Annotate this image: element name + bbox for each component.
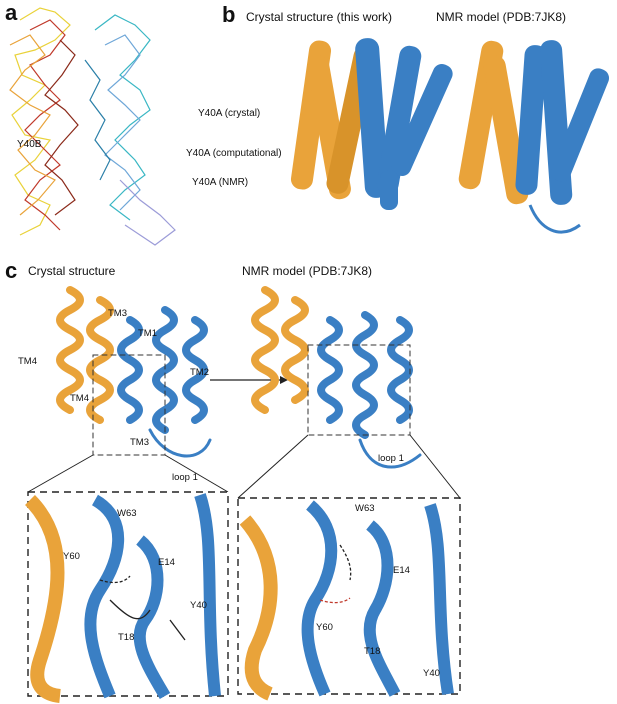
label-tm3-top: TM3 xyxy=(108,308,127,319)
label-y40b: Y40B xyxy=(17,139,42,150)
inset-crystal-y60: Y60 xyxy=(63,551,80,562)
panel-c-nmr-ribbons xyxy=(251,286,422,469)
panel-c-nmr-title: NMR model (PDB:7JK8) xyxy=(242,264,373,278)
label-y40a-crystal: Y40A (crystal) xyxy=(198,108,261,119)
panel-b-nmr-title: NMR model (PDB:7JK8) xyxy=(436,10,567,24)
label-loop1-nmr: loop 1 xyxy=(378,453,404,464)
inset-nmr-w63: W63 xyxy=(355,503,375,514)
panel-b-crystal-cylinders xyxy=(290,38,453,210)
inset-crystal xyxy=(24,491,229,703)
inset-nmr-t18: T18 xyxy=(364,646,381,657)
panel-letter-a: a xyxy=(5,0,18,25)
inset-nmr-e14: E14 xyxy=(393,565,410,576)
panel-c-crystal-ribbons xyxy=(56,286,212,458)
panel-letter-c: c xyxy=(5,258,18,283)
arrow-head xyxy=(280,376,288,384)
inset-nmr xyxy=(237,497,461,701)
inset-nmr-y60: Y60 xyxy=(316,622,333,633)
label-y40a-computational: Y40A (computational) xyxy=(186,148,282,159)
label-tm1: TM1 xyxy=(138,328,157,339)
inset-crystal-y40: Y40 xyxy=(190,600,207,611)
label-loop1-crystal: loop 1 xyxy=(172,472,198,483)
label-tm2: TM2 xyxy=(190,367,209,378)
panel-b-nmr-cylinders xyxy=(458,40,610,234)
panel-a-trace xyxy=(9,7,176,246)
label-tm4-mid: TM4 xyxy=(70,393,89,404)
label-y40a-nmr: Y40A (NMR) xyxy=(192,177,249,188)
label-tm3-bottom: TM3 xyxy=(130,437,149,448)
panel-c-crystal-title: Crystal structure xyxy=(28,264,116,278)
inset-crystal-w63: W63 xyxy=(117,508,137,519)
panel-b-crystal-title: Crystal structure (this work) xyxy=(246,10,393,24)
inset-nmr-y40: Y40 xyxy=(423,668,440,679)
label-tm4-left: TM4 xyxy=(18,356,37,367)
inset-crystal-t18: T18 xyxy=(118,632,135,643)
zoom-lines xyxy=(27,434,461,499)
inset-crystal-e14: E14 xyxy=(158,557,175,568)
panel-letter-b: b xyxy=(222,2,236,27)
